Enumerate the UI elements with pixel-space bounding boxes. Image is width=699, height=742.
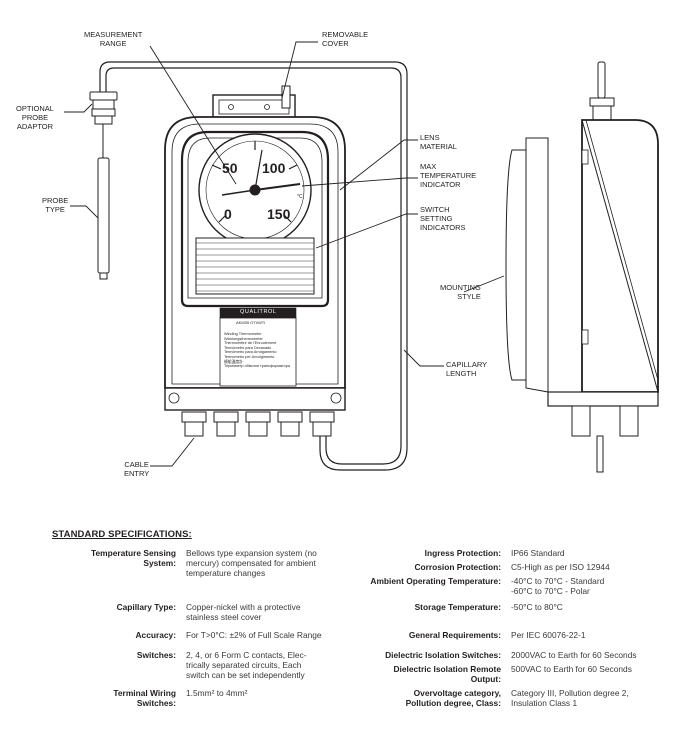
spec-row: General Requirements: Per IEC 60076-22-1 (345, 630, 689, 640)
spec-row: Capillary Type: Copper-nickel with a pro… (60, 602, 356, 622)
spec-label: Accuracy: (135, 630, 176, 640)
spec-value: IP66 Standard (511, 548, 565, 558)
spec-value: 1.5mm² to 4mm² (186, 688, 248, 698)
dial-unit: °C (297, 194, 303, 200)
capillary-tube (99, 61, 408, 471)
spec-row: Ambient Operating Temperature: -40°C to … (345, 576, 689, 596)
spec-row: Storage Temperature: -50°C to 80°C (345, 602, 689, 612)
spec-label: Ambient Operating Temperature: (370, 576, 501, 586)
nameplate-line: Wicklungsthermometer (224, 336, 263, 341)
probe-assembly (89, 91, 118, 280)
nameplate-line: Termómetro para Devanado (224, 345, 272, 350)
spec-value: For T>0°C: ±2% of Full Scale Range (186, 630, 322, 640)
nameplate-line: Termômetro para Arrolgamento (224, 350, 277, 355)
dial-label-50: 50 (222, 160, 238, 176)
spec-label: Ingress Protection: (424, 548, 501, 558)
spec-label: Capillary Type: (116, 602, 176, 612)
spec-label: Storage Temperature: (414, 602, 501, 612)
cable-glands (181, 411, 335, 437)
spec-value: 2000VAC to Earth for 60 Seconds (511, 650, 637, 660)
dial-label-150: 150 (267, 206, 291, 222)
nameplate-line: Thermomètre de l'Enroulement (224, 341, 277, 346)
spec-row: Overvoltage category,Pollution degree, C… (345, 688, 689, 708)
spec-value: 2, 4, or 6 Form C contacts, Elec-tricall… (186, 650, 307, 680)
callout-leaders (64, 41, 505, 467)
spec-value: -50°C to 80°C (511, 602, 563, 612)
nameplate-line: Termometro per Avvolgimento (224, 354, 275, 359)
nameplate-line: Winding Thermometer (224, 332, 262, 336)
spec-value: -40°C to 70°C - Standard-60°C to 70°C - … (511, 576, 605, 596)
dial-tick-marks (211, 141, 298, 223)
spec-value: Per IEC 60076-22-1 (511, 630, 586, 640)
spec-value: 500VAC to Earth for 60 Seconds (511, 664, 632, 674)
spec-value: C5-High as per ISO 12944 (511, 562, 610, 572)
nameplate-line: 繞組溫度計 (224, 359, 243, 364)
spec-row: Dielectric Isolation Switches: 2000VAC t… (345, 650, 689, 660)
spec-row: Switches: 2, 4, or 6 Form C contacts, El… (60, 650, 356, 680)
specs-heading: STANDARD SPECIFICATIONS: (52, 529, 192, 540)
spec-label: Corrosion Protection: (414, 562, 501, 572)
nameplate-brand: QUALITROL (240, 309, 277, 315)
spec-label: Switches: (136, 650, 176, 660)
spec-label: General Requirements: (408, 630, 501, 640)
thermometer-drawing (64, 41, 659, 473)
nameplate-line: Термометр обмотки трансформатора (224, 364, 290, 369)
dial-needles (221, 149, 301, 196)
spec-row: Ingress Protection: IP66 Standard (345, 548, 689, 558)
standard-specifications: STANDARD SPECIFICATIONS: Temperature Sen… (0, 520, 699, 742)
product-diagram: 0 50 100 150 °C QUALITROL AKM35 OTI/WTI … (16, 30, 659, 478)
dial-label-0: 0 (224, 206, 232, 222)
dial-label-100: 100 (262, 160, 286, 176)
spec-row: Accuracy: For T>0°C: ±2% of Full Scale R… (60, 630, 356, 640)
nameplate-model: AKM35 OTI/WTI (236, 320, 266, 325)
spec-label: Overvoltage category,Pollution degree, C… (405, 688, 501, 708)
spec-label: Dielectric Isolation Switches: (385, 650, 501, 660)
spec-row: Corrosion Protection: C5-High as per ISO… (345, 562, 689, 572)
nameplate-lines: Winding Thermometer Wicklungsthermometer… (224, 332, 290, 369)
spec-value: Category III, Pollution degree 2,Insulat… (511, 688, 629, 708)
side-view-housing (505, 61, 659, 473)
